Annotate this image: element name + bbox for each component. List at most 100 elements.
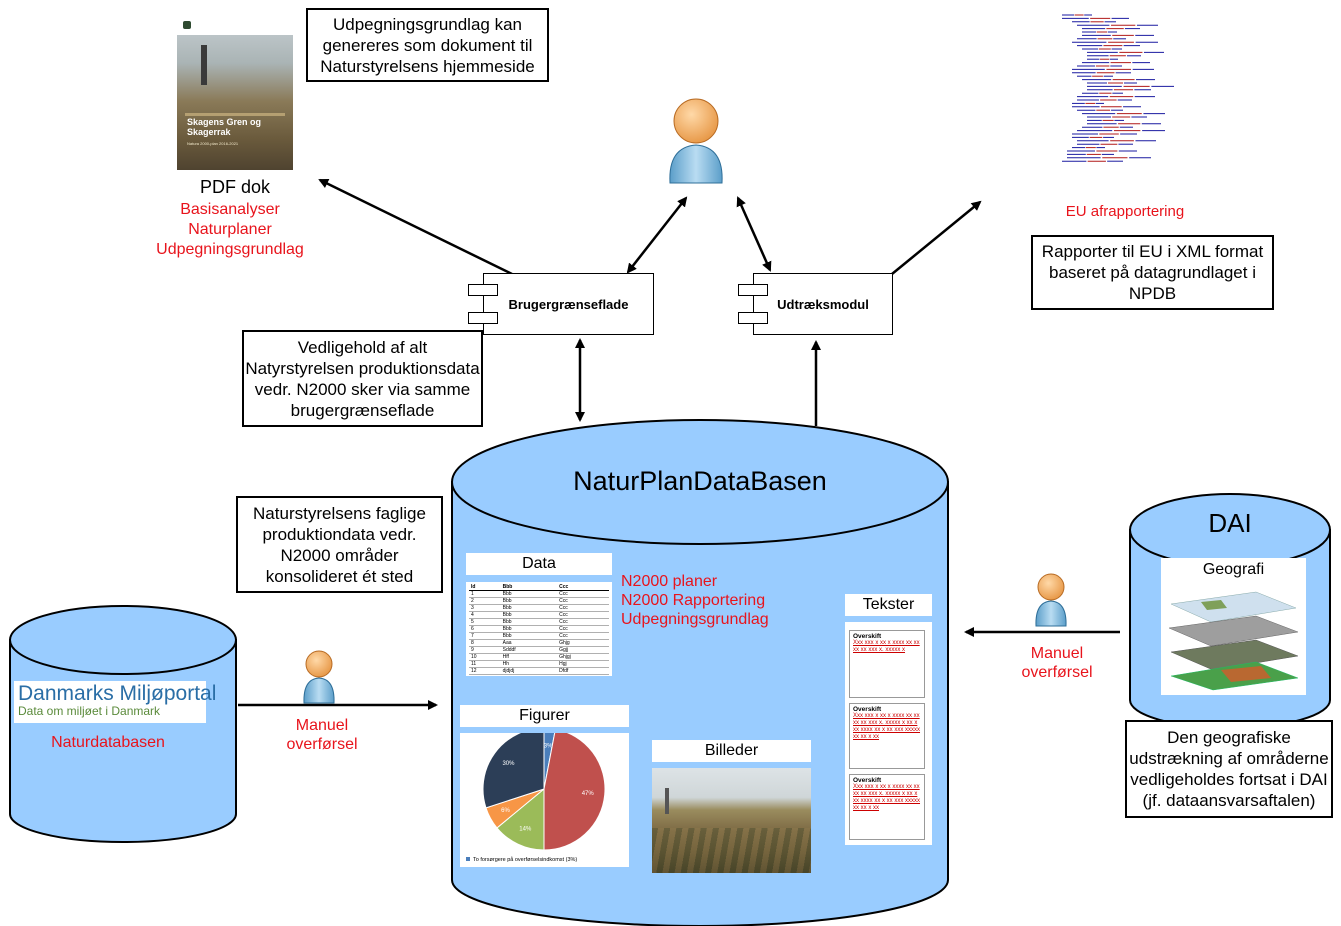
table-cell: Bbb bbox=[500, 618, 558, 626]
component-port-icon bbox=[738, 284, 768, 296]
transfer-person-right-icon bbox=[1035, 573, 1067, 627]
text-card-body: Xxx xxx x xx x xxxx xx xx xx xx xxx x. x… bbox=[853, 713, 921, 740]
text-card-body: Xxx xxx x xx x xxxx xx xx xx xx xxx x. x… bbox=[853, 784, 921, 811]
table-cell: 11 bbox=[469, 660, 501, 668]
pie-slice-label: 47% bbox=[582, 791, 595, 797]
database-title: NaturPlanDataBasen bbox=[573, 466, 827, 496]
table-cell: 1 bbox=[469, 590, 501, 598]
table-cell: Bbb bbox=[500, 625, 558, 633]
table-cell: 3 bbox=[469, 604, 501, 612]
landscape-photo bbox=[652, 768, 811, 873]
pictures-panel-title: Billeder bbox=[652, 740, 811, 762]
text-card-heading: Overskift bbox=[853, 706, 882, 713]
miljoportal-logo-title: Danmarks Miljøportal bbox=[18, 682, 217, 705]
user-interface-component[interactable]: Brugergrænseflade bbox=[468, 273, 654, 335]
texts-panel-title: Tekster bbox=[845, 594, 932, 616]
table-cell: djdjdj bbox=[500, 667, 558, 675]
table-cell: 2 bbox=[469, 597, 501, 605]
table-cell: 8 bbox=[469, 639, 501, 647]
table-cell: 4 bbox=[469, 611, 501, 619]
table-cell: 9 bbox=[469, 646, 501, 654]
note-publish-document-text: Udpegningsgrundlag kan genereres som dok… bbox=[320, 14, 535, 76]
pie-slice bbox=[543, 728, 606, 851]
table-cell: Ggjj bbox=[557, 646, 609, 654]
table-cell: Hgj bbox=[557, 660, 609, 668]
table-cell: Id bbox=[469, 584, 501, 591]
arrow-user-export bbox=[736, 196, 772, 272]
legend-swatch bbox=[466, 857, 470, 861]
note-consolidated: Naturstyrelsens faglige produktiondata v… bbox=[236, 496, 443, 593]
table-cell: Bbb bbox=[500, 611, 558, 619]
pdf-cover-subtitle: Natura 2000-plan 2016-2021 bbox=[187, 141, 239, 146]
table-cell: Ccc bbox=[557, 590, 609, 598]
pdf-label: PDF dok bbox=[199, 177, 271, 197]
xml-document-image bbox=[1062, 14, 1174, 162]
data-items: N2000 planer N2000 Rapportering Udpegnin… bbox=[621, 572, 769, 629]
pdf-item: Naturplaner bbox=[188, 221, 272, 238]
dai-title: DAI bbox=[1208, 508, 1252, 538]
table-cell: Hh bbox=[500, 660, 558, 668]
pie-slice-label: 30% bbox=[502, 761, 515, 767]
geography-title: Geografi bbox=[1202, 561, 1265, 578]
text-card: Overskift Xxx xxx x xx x xxxx xx xx xx x… bbox=[849, 630, 925, 698]
table-cell: 6 bbox=[469, 625, 501, 633]
table-cell: 5 bbox=[469, 618, 501, 626]
table-cell: Ccc bbox=[557, 611, 609, 619]
pie-slice-label: 14% bbox=[519, 827, 532, 833]
text-card-heading: Overskift bbox=[853, 777, 882, 784]
note-maintenance: Vedligehold af alt Natyrstyrelsen produk… bbox=[242, 330, 483, 427]
user-icon bbox=[669, 98, 723, 184]
text-card-heading: Overskift bbox=[853, 633, 882, 640]
transfer-left-label: Manuel overførsel bbox=[286, 717, 358, 753]
data-item: N2000 Rapportering bbox=[621, 592, 766, 609]
table-cell: Ccc bbox=[557, 597, 609, 605]
note-eu-report: Rapporter til EU i XML format baseret på… bbox=[1031, 235, 1274, 310]
miljoportal-logo: Danmarks Miljøportal Data om miljøet i D… bbox=[14, 681, 217, 723]
text-card: Overskift Xxx xxx x xx x xxxx xx xx xx x… bbox=[849, 703, 925, 769]
component-port-icon bbox=[468, 284, 498, 296]
table-cell: Bbb bbox=[500, 597, 558, 605]
miljoportal-logo-subtitle: Data om miljøet i Danmark bbox=[18, 704, 161, 718]
pdf-item: Udpegningsgrundlag bbox=[156, 241, 304, 258]
table-cell: 12 bbox=[469, 667, 501, 675]
note-maintenance-text: Vedligehold af alt Natyrstyrelsen produk… bbox=[245, 337, 480, 420]
note-eu-report-text: Rapporter til EU i XML format baseret på… bbox=[1041, 242, 1264, 303]
pie-chart-panel: 3%47%14%6%30%To forsørgere på overførsel… bbox=[460, 727, 629, 867]
export-module-component[interactable]: Udtræksmodul bbox=[738, 273, 893, 335]
table-cell: Ccc bbox=[557, 604, 609, 612]
data-item: Udpegningsgrundlag bbox=[621, 611, 769, 628]
table-cell: Bbb bbox=[500, 584, 558, 591]
geography-layers-image bbox=[1168, 591, 1299, 691]
miljoportal-cylinder bbox=[9, 605, 237, 843]
pdf-item: Basisanalyser bbox=[180, 201, 280, 218]
note-publish-document: Udpegningsgrundlag kan genereres som dok… bbox=[306, 8, 549, 82]
pdf-cover-image: Skagens Gren og Skagerrak Natura 2000-pl… bbox=[177, 17, 293, 170]
table-cell: Hff bbox=[500, 653, 558, 661]
arrow-ui-user bbox=[626, 196, 688, 274]
table-cell: Bbb bbox=[500, 590, 558, 598]
table-cell: Ghjg bbox=[557, 639, 609, 647]
pdf-items: Basisanalyser Naturplaner Udpegningsgrun… bbox=[130, 200, 330, 260]
note-geo-extent: Den geografiske udstrækning af områderne… bbox=[1125, 720, 1333, 818]
table-cell: Ghjgj bbox=[557, 653, 609, 661]
pie-chart: 3%47%14%6%30%To forsørgere på overførsel… bbox=[466, 727, 606, 863]
miljoportal-label: Naturdatabasen bbox=[51, 734, 165, 751]
table-cell: Ccc bbox=[557, 632, 609, 640]
table-cell: Aaa bbox=[500, 639, 558, 647]
table-cell: Bbb bbox=[500, 632, 558, 640]
note-consolidated-text: Naturstyrelsens faglige produktiondata v… bbox=[253, 503, 426, 586]
geography-panel: Geografi bbox=[1161, 558, 1306, 695]
export-module-label: Udtræksmodul bbox=[777, 296, 869, 312]
data-item: N2000 planer bbox=[621, 573, 718, 590]
table-cell: Ccc bbox=[557, 618, 609, 626]
pie-slice-label: 3% bbox=[544, 743, 553, 749]
